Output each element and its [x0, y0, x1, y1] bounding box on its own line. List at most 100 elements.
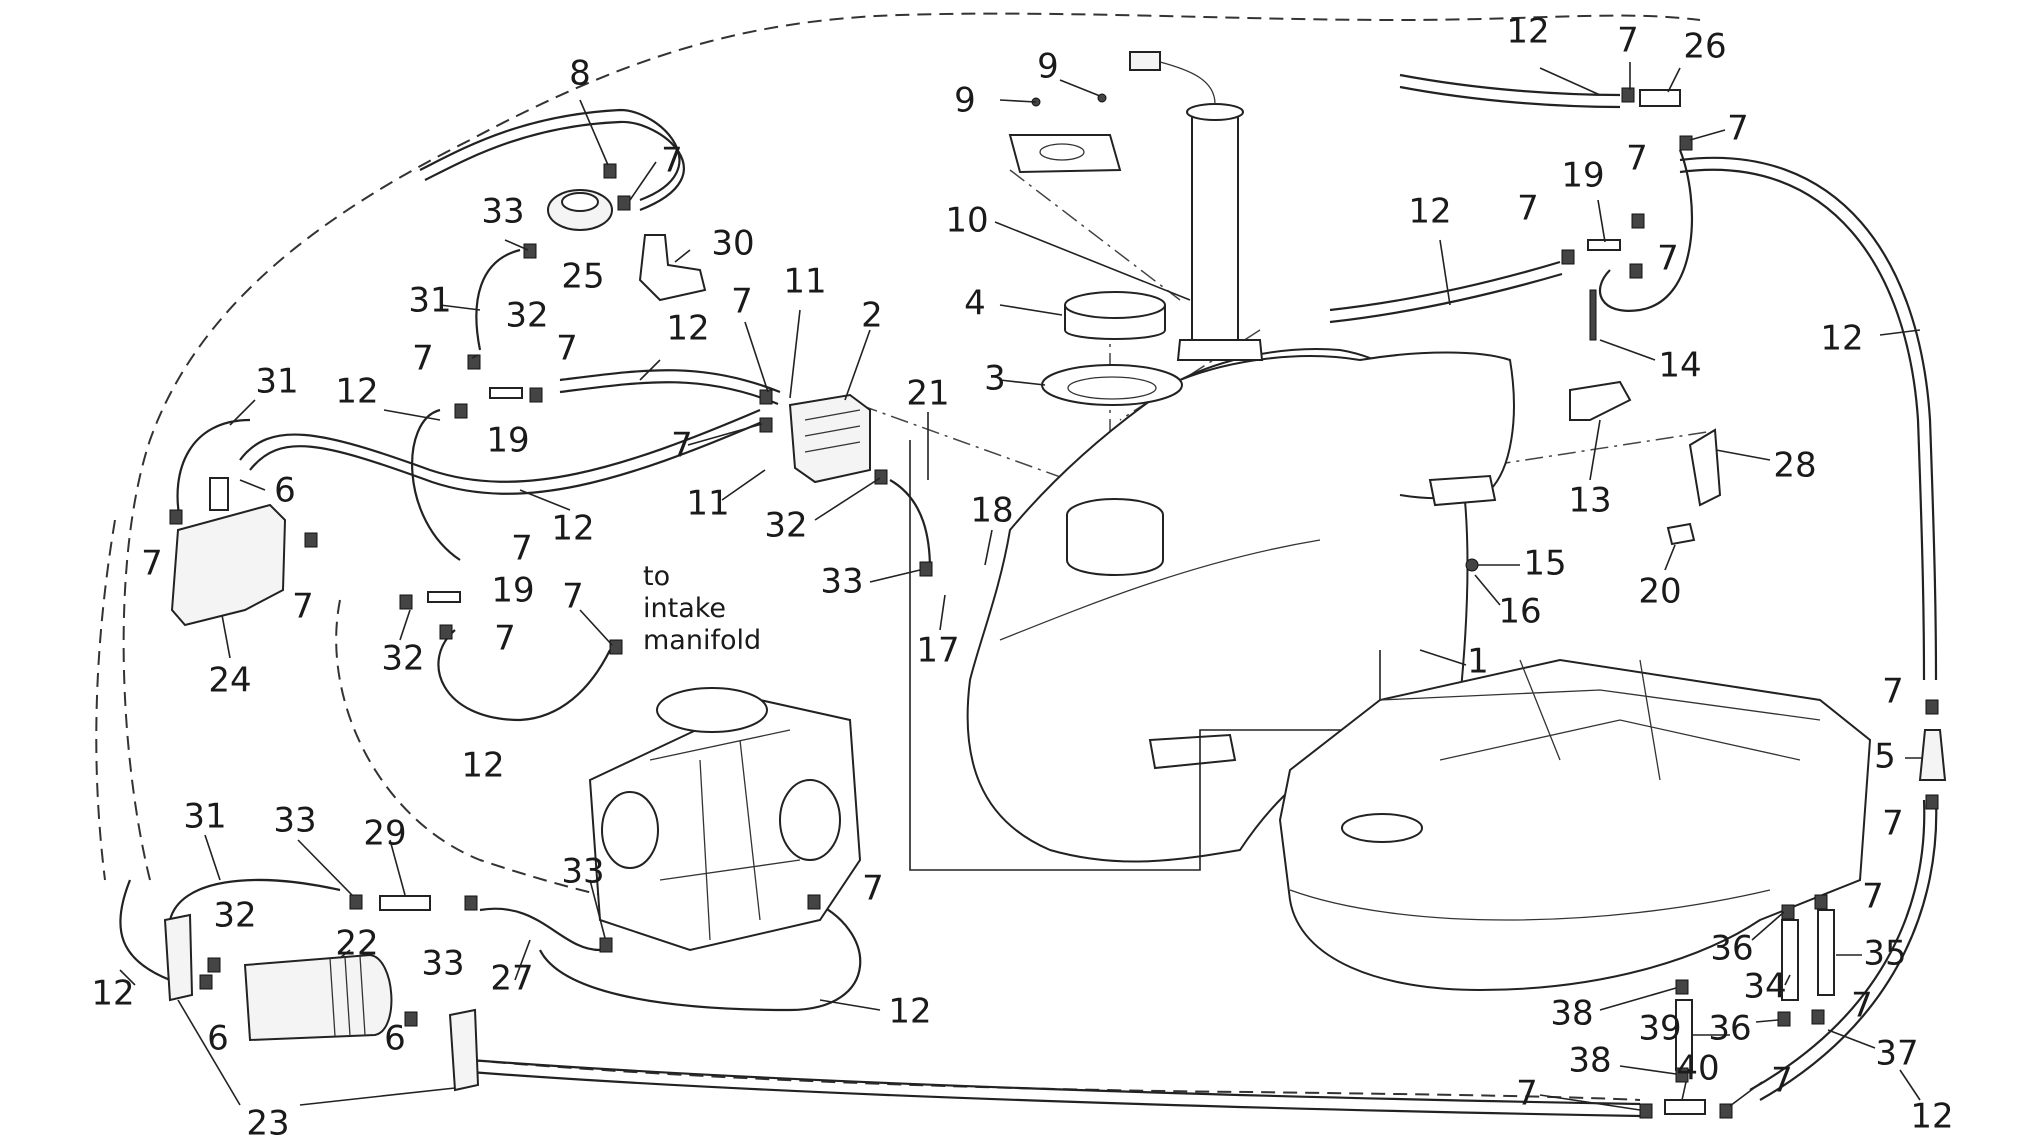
callout-12: 12 — [1506, 12, 1549, 52]
dashed-outline-group — [95, 12, 1701, 1101]
callout-7: 7 — [862, 869, 884, 909]
tee-part-19-lower — [427, 591, 461, 603]
carb-top-chamber — [656, 687, 768, 733]
tube-part-35 — [1817, 909, 1835, 996]
leader-2 — [844, 329, 871, 401]
tube-part-34 — [1781, 919, 1799, 1001]
leader-19c — [1597, 199, 1606, 243]
callout-7: 7 — [556, 329, 578, 369]
hose-breather-top-inner — [424, 120, 685, 212]
clamp — [207, 957, 221, 973]
hose-31-left — [176, 418, 251, 521]
leader-13 — [1589, 419, 1601, 481]
callout-24: 24 — [208, 661, 251, 701]
clamp — [1679, 135, 1693, 151]
leader-7u — [1539, 1094, 1641, 1111]
filler-ring-inner — [1067, 376, 1157, 400]
hose-12-down — [411, 408, 461, 561]
callout-7: 7 — [1727, 109, 1749, 149]
hose-breather-top — [419, 108, 681, 202]
callout-15: 15 — [1523, 544, 1566, 584]
callout-31: 31 — [183, 797, 226, 837]
leader-12b — [383, 409, 441, 421]
callout-7: 7 — [562, 577, 584, 617]
tank-filler-neck — [1066, 515, 1164, 576]
hose-27 — [479, 907, 601, 952]
leader-34 — [1784, 974, 1791, 986]
callout-31: 31 — [408, 281, 451, 321]
hose-12-top-right-inner — [1399, 85, 1621, 109]
lower-dashed-outline — [469, 1059, 1641, 1101]
leader-31c — [204, 834, 221, 881]
callout-19: 19 — [486, 421, 529, 461]
callout-37: 37 — [1875, 1034, 1918, 1074]
clamp — [603, 163, 617, 179]
callout-25: 25 — [561, 257, 604, 297]
sensor-wire — [1159, 61, 1216, 105]
leader-23b — [299, 1087, 456, 1106]
leader-12j — [1899, 1069, 1921, 1101]
callout-12: 12 — [91, 974, 134, 1014]
valve-port — [209, 477, 229, 511]
axis-line-rear — [1009, 169, 1181, 301]
clamp — [1781, 904, 1795, 920]
leader-33b — [869, 569, 921, 583]
callout-30: 30 — [711, 224, 754, 264]
carb-details — [649, 729, 801, 941]
clamp — [464, 895, 478, 911]
leader-27 — [514, 939, 531, 981]
clamp — [919, 561, 933, 577]
leader-20 — [1664, 544, 1676, 571]
clamp — [609, 639, 623, 655]
callout-7: 7 — [1771, 1061, 1793, 1101]
rear-tank-filler — [1341, 813, 1423, 843]
callout-7: 7 — [1657, 239, 1679, 279]
carb-intake-throat — [601, 791, 659, 869]
clamp — [404, 1011, 418, 1027]
clamp — [1925, 794, 1939, 810]
leader-30 — [674, 249, 691, 263]
leader-38b — [1619, 1065, 1677, 1075]
leader-31b — [229, 399, 256, 426]
clamp — [807, 894, 821, 910]
note-line-2: intake — [643, 593, 726, 624]
callout-7: 7 — [141, 544, 163, 584]
leader-29 — [389, 839, 406, 896]
hose-12-carb-loop — [539, 898, 862, 1012]
cap-top — [1064, 291, 1166, 319]
leader-8 — [579, 99, 609, 166]
leader-16 — [1474, 574, 1501, 606]
clamp — [1675, 979, 1689, 995]
leader-38a — [1599, 987, 1677, 1011]
callout-32: 32 — [213, 896, 256, 936]
leader-11b — [721, 469, 766, 501]
clamp — [599, 937, 613, 953]
leader-36a — [1751, 911, 1785, 941]
callout-32: 32 — [381, 639, 424, 679]
valve-body — [170, 503, 287, 627]
callout-12: 12 — [551, 509, 594, 549]
callout-7: 7 — [1517, 189, 1539, 229]
callout-21: 21 — [906, 374, 949, 414]
leader-12h — [819, 999, 881, 1011]
leader-7j — [687, 423, 763, 446]
fuel-filter-part-22 — [243, 953, 393, 1042]
callout-33: 33 — [273, 801, 316, 841]
callout-33: 33 — [421, 944, 464, 984]
callout-labels: 8 7 33 25 30 31 32 7 7 19 12 31 12 6 7 7… — [91, 12, 1953, 1138]
rear-tank-lip — [1289, 889, 1771, 921]
leader-17 — [939, 594, 946, 631]
callout-33: 33 — [561, 852, 604, 892]
clamp — [1777, 1011, 1791, 1027]
callout-12: 12 — [1820, 319, 1863, 359]
callout-18: 18 — [970, 491, 1013, 531]
gasket-plate — [1008, 134, 1122, 174]
filter-body — [243, 953, 393, 1042]
callout-1: 1 — [1467, 642, 1489, 682]
mount-right-part-23 — [448, 1008, 480, 1092]
hose-12-left-arc — [239, 408, 761, 483]
clamp — [399, 594, 413, 610]
callout-7: 7 — [292, 587, 314, 627]
leader-31a — [439, 304, 481, 311]
mount-left-part-23 — [163, 913, 194, 1002]
